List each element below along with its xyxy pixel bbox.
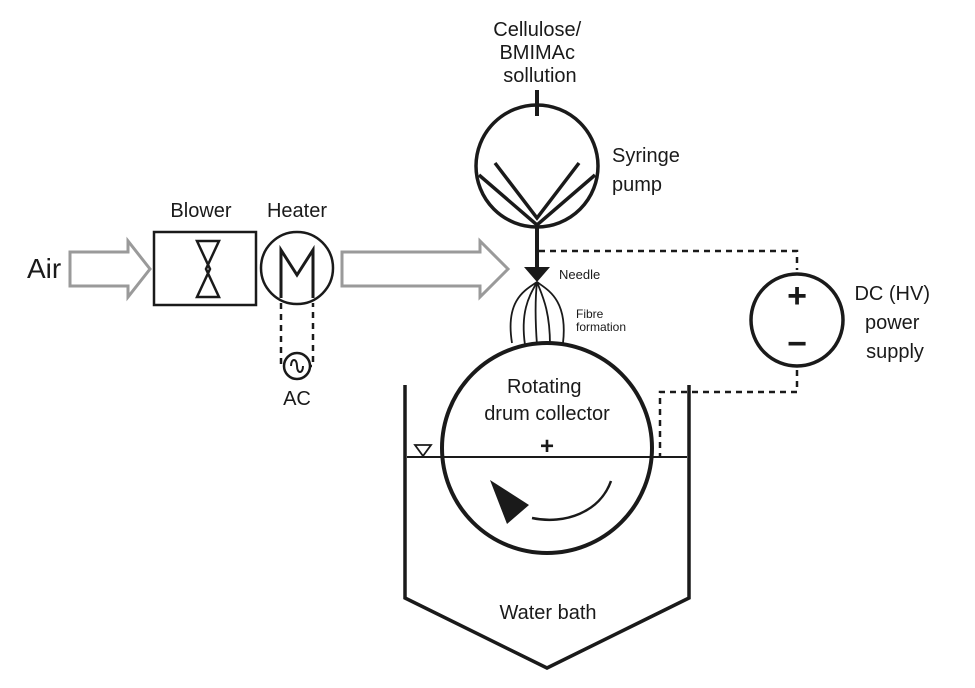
syringe-pump-label: Syringe pump xyxy=(612,145,685,196)
ac-wave-icon xyxy=(290,359,304,373)
needle-icon xyxy=(524,267,550,282)
heater xyxy=(259,230,335,306)
needle-label: Needle xyxy=(559,267,600,282)
dc-power-supply: + − xyxy=(749,272,845,368)
power-supply-label: DC (HV) power supply xyxy=(854,283,935,363)
hv-positive-wire xyxy=(539,249,799,270)
drum-collector-label: Rotating drum collector xyxy=(484,376,610,425)
water-level-marker-icon xyxy=(413,444,433,458)
hv-negative-wire xyxy=(658,370,799,457)
heater-coil-icon xyxy=(279,244,315,298)
fibre-jets xyxy=(509,281,565,346)
power-minus-sign: − xyxy=(787,325,807,363)
air-inlet-arrow xyxy=(68,236,152,302)
drum-plus-sign: + xyxy=(540,433,554,460)
water-bath-tank xyxy=(403,385,691,670)
blower-label: Blower xyxy=(170,200,231,222)
heater-label: Heater xyxy=(267,200,327,222)
water-bath-label: Water bath xyxy=(499,602,596,624)
fibre-formation-label: Fibre formation xyxy=(576,307,626,334)
ac-supply xyxy=(279,303,315,381)
blower-fan-icon xyxy=(195,239,221,299)
ac-label: AC xyxy=(283,388,311,410)
air-label: Air xyxy=(27,253,61,284)
power-plus-sign: + xyxy=(787,277,807,315)
rotation-arrowhead-icon xyxy=(490,480,529,524)
syringe-pump xyxy=(474,103,600,229)
hot-air-arrow xyxy=(340,237,511,301)
solution-label: Cellulose/ BMIMAc sollution xyxy=(493,19,586,87)
blower-box xyxy=(152,230,258,307)
rotation-arrow xyxy=(531,480,613,522)
